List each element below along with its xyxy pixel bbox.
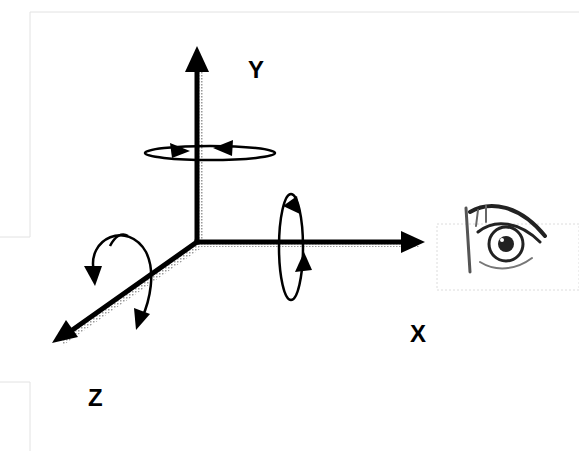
eye-sketch	[466, 206, 545, 272]
axis-arrowheads	[52, 46, 425, 343]
axis-label: Z	[88, 386, 103, 410]
y-rotation-arrow	[145, 146, 275, 160]
z-rotation-heads	[84, 266, 150, 330]
axis-shadows	[62, 60, 419, 346]
axes	[68, 60, 410, 333]
frame-lines	[0, 12, 579, 451]
z-rotation-arrow	[93, 234, 151, 318]
eye-frame	[437, 224, 579, 290]
axis-label: X	[410, 322, 426, 346]
x-rotation-heads	[283, 196, 312, 272]
y-rotation-heads	[170, 140, 233, 158]
axis-label: Y	[248, 58, 264, 82]
x-rotation-arrow	[279, 194, 303, 300]
